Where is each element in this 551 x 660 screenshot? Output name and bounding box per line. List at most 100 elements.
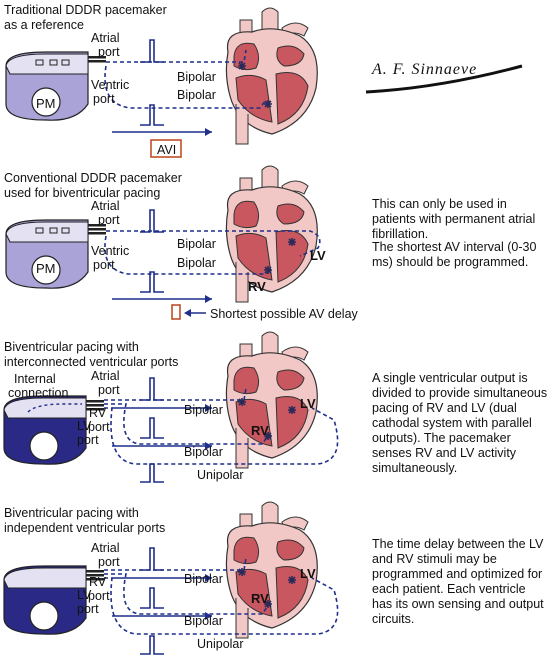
panel1-pm-port-0 xyxy=(88,56,106,59)
panel3-atrial-port-1: Atrial xyxy=(91,369,120,383)
panel3-pm-label-circle xyxy=(29,431,59,461)
panel1-atrial-pulse xyxy=(140,39,164,63)
panel1-ventric-pulse xyxy=(140,104,164,126)
panel3-title-line2: interconnected ventricular ports xyxy=(4,355,179,369)
panel2-pm-label: PM xyxy=(36,261,56,276)
panel1-ventric-port-2: port xyxy=(93,92,115,106)
panel2-pm-header xyxy=(5,221,89,243)
panel2-pm-window-1 xyxy=(35,227,44,234)
panel4-pm-port-2 xyxy=(86,578,104,581)
panel4-lv-lead xyxy=(104,577,339,635)
panel3-heart-ivc xyxy=(235,428,249,469)
panel2-heart-rv xyxy=(235,232,273,281)
panel3-internal-connection-line xyxy=(27,403,82,413)
panel3-lv-port-1: LV xyxy=(77,419,92,433)
panel1-lead-ventric: Bipolar xyxy=(177,88,216,102)
panel2-note-1: This can only be used in patients with p… xyxy=(372,197,536,241)
panel4-atrial-port-2: port xyxy=(98,555,120,569)
panel4-heart-ivc xyxy=(235,598,249,639)
panel1-pm-port-1 xyxy=(88,60,106,63)
panel1-avi-box xyxy=(150,139,182,158)
panel4-heart-aorta xyxy=(261,501,279,527)
panel4-lv-label: LV xyxy=(300,566,316,581)
panel4-lead-atrial: Bipolar xyxy=(184,572,223,586)
panel1-avi-label: AVI xyxy=(157,143,177,157)
panel2-heart-ra xyxy=(233,200,260,229)
panel4-title-line2: independent ventricular ports xyxy=(4,521,166,535)
panel1-atrial-port-2: port xyxy=(98,45,120,59)
panel1-ventric-port-1: Ventric xyxy=(91,78,130,92)
panel3-lead-rv: Bipolar xyxy=(184,445,223,459)
panel2-pm-port-2 xyxy=(88,232,106,235)
panel4-rv-arrow-head xyxy=(205,612,212,620)
panel3-internal-connection-1: Internal xyxy=(14,372,56,386)
panel3-rv-port-2: port xyxy=(88,420,110,434)
panel2-pm-window-2 xyxy=(49,227,58,234)
panel2-lv-label: LV xyxy=(310,248,326,263)
panel2-ventric-pulse xyxy=(140,271,164,293)
panel2-atrial-port-2: port xyxy=(98,213,120,227)
panel1-pm-window-1 xyxy=(35,59,44,66)
panel3-heart-aorta xyxy=(261,331,279,357)
panel3-pm-port-0 xyxy=(86,400,104,403)
panel4-heart-la xyxy=(276,539,305,561)
panel4-heart-ra xyxy=(233,536,260,565)
panel1-atrial-port-1: Atrial xyxy=(91,31,120,45)
panel4-title-line1: Biventricular pacing with xyxy=(4,506,139,520)
panel4-lead-rv: Bipolar xyxy=(184,614,223,628)
panel4-pm-port-1 xyxy=(86,574,104,577)
panel4-heart-rv xyxy=(235,568,273,617)
panel2-output-arrow-head xyxy=(205,295,212,303)
panel3-atrial-pulse xyxy=(140,377,164,401)
panel1-heart-rv xyxy=(235,74,273,123)
panel4-lv-port-1: LV xyxy=(77,588,92,602)
panel4-pm-label-circle xyxy=(29,601,59,631)
signature-underline xyxy=(365,64,523,94)
panel3-atrial-port-2: port xyxy=(98,383,120,397)
panel2-heart-la xyxy=(276,203,305,225)
panel3-atrial-lead xyxy=(104,387,247,401)
panel1-star-ventric xyxy=(264,100,272,108)
panel2-pm-label-circle xyxy=(31,255,61,285)
panel1-heart-la xyxy=(276,45,305,67)
panel2-atrial-pulse xyxy=(140,209,164,233)
panel3-rv-arrow-head xyxy=(205,442,212,450)
panel3-star-rv xyxy=(264,432,272,440)
panel4-rv-label: RV xyxy=(251,591,269,606)
panel3-heart-lv xyxy=(275,396,309,449)
panel4-rv-lead xyxy=(104,573,269,615)
panel3-lv-lead xyxy=(104,407,339,465)
panel2-lead-atrial: Bipolar xyxy=(177,237,216,251)
panel4-rv-port-1: RV xyxy=(89,575,107,589)
panel3-lv-pulse xyxy=(140,463,164,483)
panel1-heart-ra xyxy=(233,42,260,71)
panel2-atrial-lead xyxy=(106,230,321,257)
panel4-heart-lv xyxy=(275,566,309,619)
panel4-rv-port-2: port xyxy=(88,589,110,603)
panel4-note: The time delay between the LV and RV sti… xyxy=(372,537,544,626)
panel4-pm-label: PM xyxy=(34,603,54,618)
panel3-pm-header xyxy=(3,397,87,419)
panel4-pm-header xyxy=(3,567,87,589)
panel3-lv-label: LV xyxy=(300,396,316,411)
panel4-atrial-port-1: Atrial xyxy=(91,541,120,555)
panel2-heart-ivc xyxy=(235,262,249,303)
panel2-lead-ventric: Bipolar xyxy=(177,256,216,270)
panel2-atrial-port-1: Atrial xyxy=(91,199,120,213)
panel3-lead-atrial: Bipolar xyxy=(184,403,223,417)
panel2-rv-label: RV xyxy=(248,279,266,294)
panel4-rv-pulse xyxy=(140,587,164,609)
panel1-output-arrow-head xyxy=(205,128,212,136)
panel3-star-atrial xyxy=(238,398,246,406)
panel2-star-lv xyxy=(288,238,296,246)
panel4-lv-pulse xyxy=(140,635,164,655)
panel4-star-atrial xyxy=(238,568,246,576)
panel1-heart-aorta xyxy=(261,7,279,33)
panel2-av-arrow-head xyxy=(184,309,191,317)
panel1-pm-label: PM xyxy=(36,96,56,111)
panel3-title-line1: Biventricular pacing with xyxy=(4,340,139,354)
panel4-lv-port-2: port xyxy=(77,602,99,616)
panel3-pm-port-1 xyxy=(86,404,104,407)
panel4-atrial-pulse xyxy=(140,547,164,571)
